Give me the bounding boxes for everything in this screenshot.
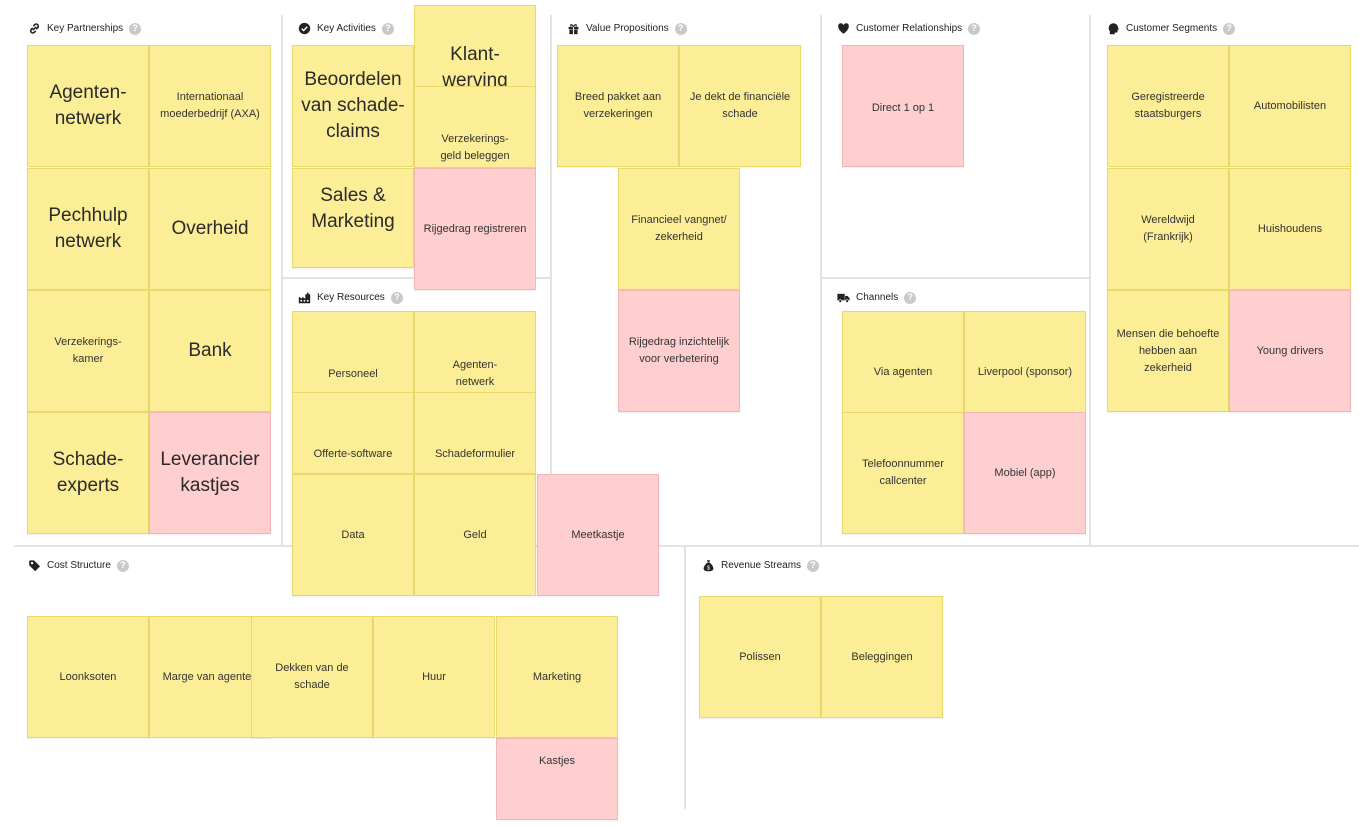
sticky-note[interactable]: Beoordelen van schade- claims [292, 45, 414, 167]
gift-icon [567, 22, 580, 35]
section-header-channels: Channels ? [837, 291, 917, 304]
head-icon [1107, 22, 1120, 35]
sticky-note[interactable]: Geld [414, 474, 536, 596]
svg-text:$: $ [707, 566, 710, 572]
sticky-note[interactable]: Klant- werving [414, 5, 536, 91]
sticky-note[interactable]: Pechhulp netwerk [27, 168, 149, 290]
sticky-note[interactable]: Loonksoten [27, 616, 149, 738]
divider-ka-vp [550, 15, 552, 546]
divider-vp-cr [820, 15, 822, 546]
sticky-note[interactable]: Marketing [496, 616, 618, 738]
section-header-key-partnerships: Key Partnerships ? [28, 22, 142, 35]
section-header-revenue-streams: $ Revenue Streams ? [702, 559, 820, 572]
sticky-note[interactable]: Rijgedrag inzichtelijk voor verbetering [618, 290, 740, 412]
sticky-note[interactable]: Verzekerings- kamer [27, 290, 149, 412]
section-title-customer-relationships: Customer Relationships [856, 23, 963, 34]
help-icon[interactable]: ? [381, 22, 394, 35]
section-header-customer-segments: Customer Segments ? [1107, 22, 1236, 35]
sticky-note[interactable]: Dekken van de schade [251, 616, 373, 738]
help-icon[interactable]: ? [1223, 22, 1236, 35]
sticky-note[interactable]: Bank [149, 290, 271, 412]
section-header-key-activities: Key Activities ? [298, 22, 394, 35]
sticky-note[interactable]: Je dekt de financiële schade [679, 45, 801, 167]
help-icon[interactable]: ? [129, 22, 142, 35]
help-icon[interactable]: ? [116, 559, 129, 572]
section-title-value-propositions: Value Propositions [586, 23, 669, 34]
sticky-note[interactable]: Wereldwijd (Frankrijk) [1107, 168, 1229, 290]
section-title-key-partnerships: Key Partnerships [47, 23, 124, 34]
section-title-revenue-streams: Revenue Streams [721, 560, 802, 571]
divider-cr-cs [1089, 15, 1091, 546]
sticky-note[interactable]: Leverancier kastjes [149, 412, 271, 534]
sticky-note[interactable]: Financieel vangnet/ zekerheid [618, 168, 740, 290]
sticky-note[interactable]: Rijgedrag registreren [414, 168, 536, 290]
check-circle-icon [298, 22, 311, 35]
sticky-note[interactable]: Offerte-software [292, 392, 414, 474]
section-title-channels: Channels [856, 292, 899, 303]
sticky-note[interactable]: Sales & Marketing [292, 168, 414, 268]
divider-cost-revenue [684, 547, 686, 809]
sticky-note[interactable]: Young drivers [1229, 290, 1351, 412]
sticky-note[interactable]: Marge van agenten [149, 616, 271, 738]
sticky-note[interactable]: Breed pakket aan verzekeringen [557, 45, 679, 167]
money-bag-icon: $ [702, 559, 715, 572]
sticky-note[interactable]: Kastjes [496, 738, 618, 820]
help-icon[interactable]: ? [674, 22, 687, 35]
section-title-customer-segments: Customer Segments [1126, 23, 1218, 34]
sticky-note[interactable]: Agenten- netwerk [27, 45, 149, 167]
help-icon[interactable]: ? [904, 291, 917, 304]
sticky-note[interactable]: Mobiel (app) [964, 412, 1086, 534]
sticky-note[interactable]: Telefoonnummer callcenter [842, 412, 964, 534]
divider-kp-ka [281, 15, 283, 546]
help-icon[interactable]: ? [968, 22, 981, 35]
sticky-note[interactable]: Data [292, 474, 414, 596]
link-icon [28, 22, 41, 35]
sticky-note[interactable]: Schade- experts [27, 412, 149, 534]
help-icon[interactable]: ? [390, 291, 403, 304]
divider-canvas-bottom [14, 545, 1359, 547]
sticky-note[interactable]: Schadeformulier [414, 392, 536, 474]
sticky-note[interactable]: Polissen [699, 596, 821, 718]
tag-icon [28, 559, 41, 572]
sticky-note[interactable]: Personeel [292, 311, 414, 393]
sticky-note[interactable]: Internationaal moederbedrijf (AXA) [149, 45, 271, 167]
section-header-key-resources: Key Resources ? [298, 291, 403, 304]
section-header-cost-structure: Cost Structure ? [28, 559, 129, 572]
truck-icon [837, 291, 850, 304]
sticky-note[interactable]: Geregistreerde staatsburgers [1107, 45, 1229, 167]
sticky-note[interactable]: Agenten- netwerk [414, 311, 536, 393]
sticky-note[interactable]: Beleggingen [821, 596, 943, 718]
section-title-key-resources: Key Resources [317, 292, 385, 303]
sticky-note[interactable]: Huur [373, 616, 495, 738]
factory-icon [298, 291, 311, 304]
sticky-note[interactable]: Verzekerings- geld beleggen [414, 86, 536, 168]
sticky-note[interactable]: Overheid [149, 168, 271, 290]
divider-cr-ch [821, 277, 1089, 279]
sticky-note[interactable]: Huishoudens [1229, 168, 1351, 290]
section-header-value-propositions: Value Propositions ? [567, 22, 687, 35]
section-title-cost-structure: Cost Structure [47, 560, 111, 571]
help-icon[interactable]: ? [807, 559, 820, 572]
sticky-note[interactable]: Mensen die behoefte hebben aan zekerheid [1107, 290, 1229, 412]
sticky-note[interactable]: Meetkastje [537, 474, 659, 596]
section-header-customer-relationships: Customer Relationships ? [837, 22, 981, 35]
sticky-note[interactable]: Automobilisten [1229, 45, 1351, 167]
section-title-key-activities: Key Activities [317, 23, 376, 34]
sticky-note[interactable]: Direct 1 op 1 [842, 45, 964, 167]
heart-icon [837, 22, 850, 35]
